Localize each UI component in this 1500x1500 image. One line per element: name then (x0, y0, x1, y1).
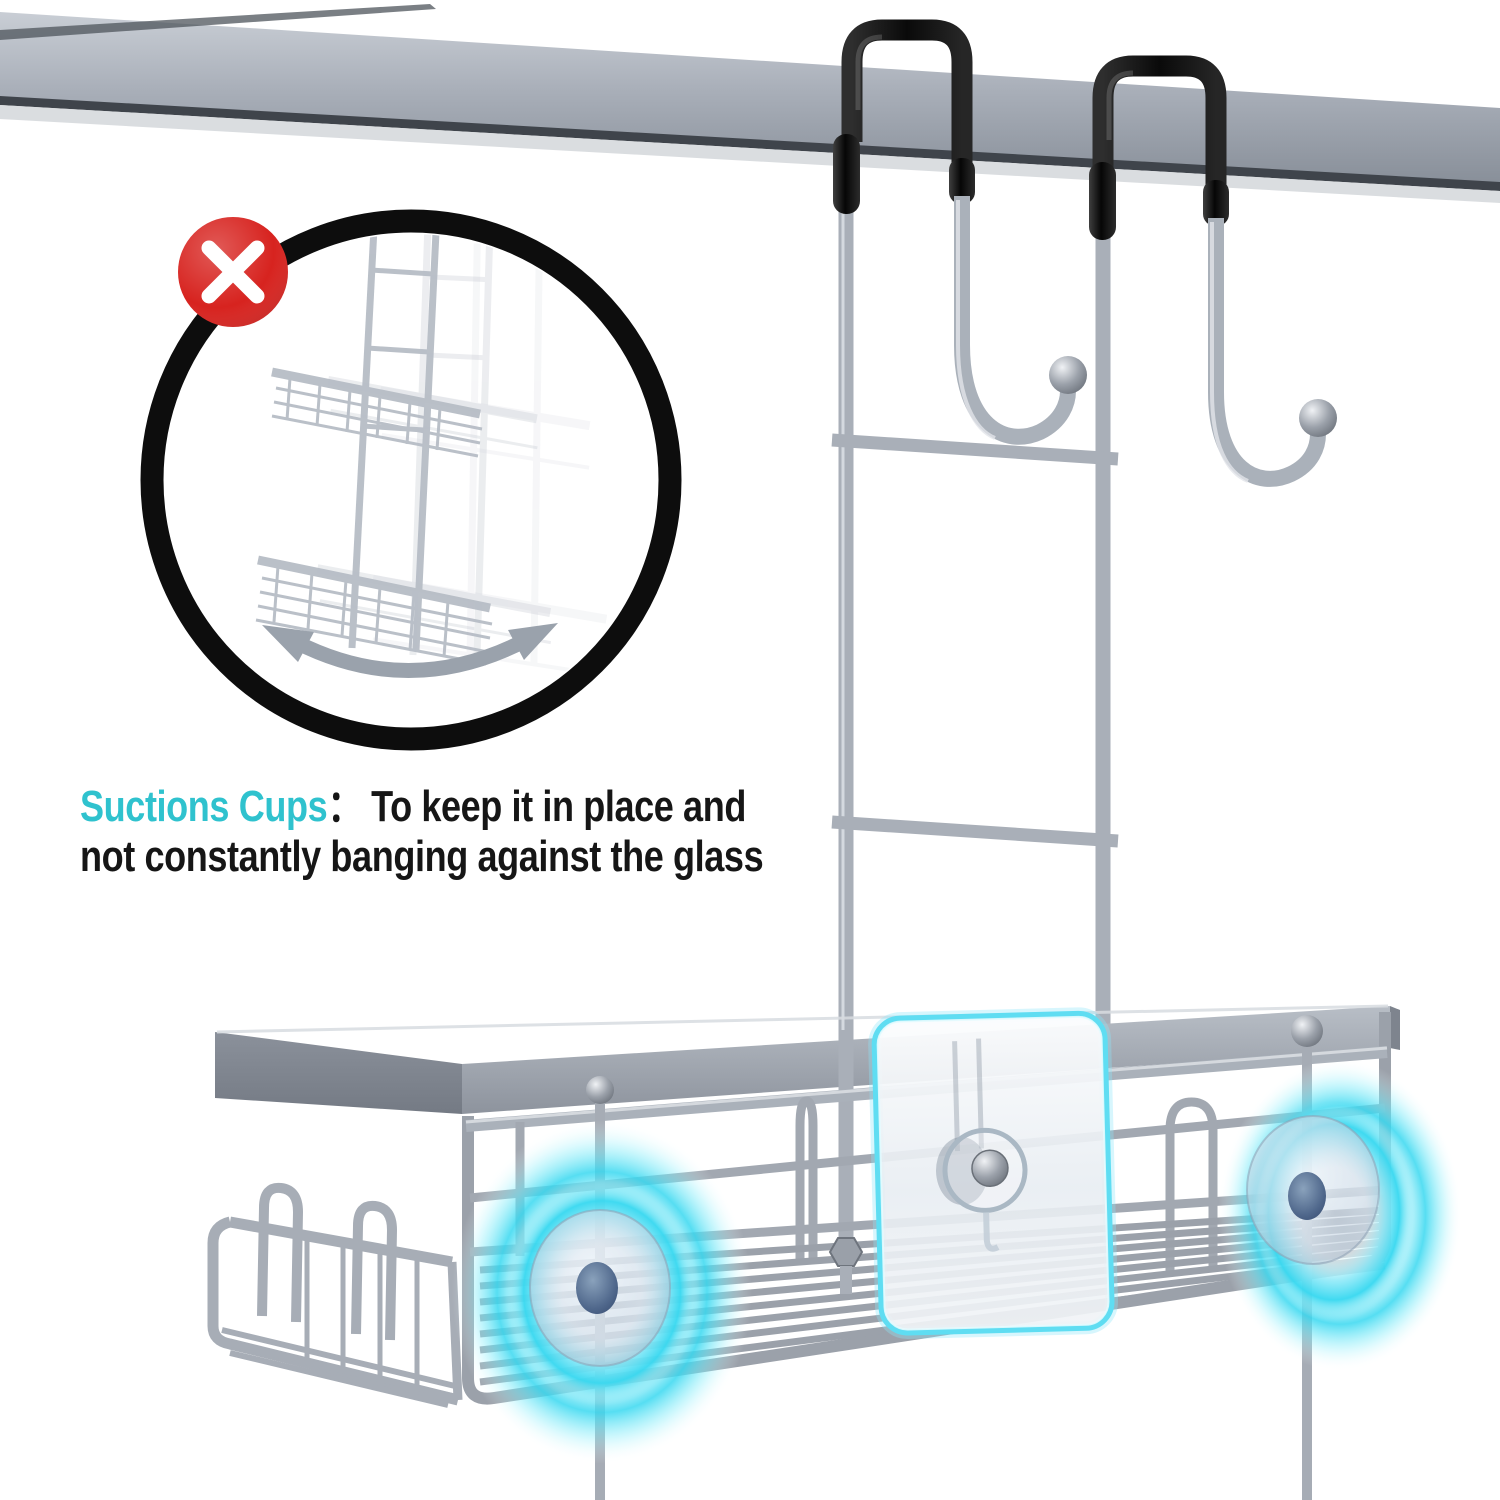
soap-rack (207, 1182, 463, 1408)
pad-wire-shadow-1 (952, 1041, 960, 1152)
suction-glow-left (452, 1120, 752, 1464)
cross-icon (178, 217, 288, 327)
suction-cup-right-nub (1288, 1172, 1326, 1220)
pad-inner-edge (876, 1015, 1110, 1331)
cross-stroke-2 (201, 240, 265, 304)
over-door-hook-left (841, 19, 973, 196)
over-door-hooks (833, 19, 1337, 487)
door-top-bar (0, 4, 1500, 203)
basket-back-band-left (215, 1032, 462, 1114)
basket-divider-loop-right (1165, 1097, 1218, 1272)
basket-divider-loop-left (795, 1096, 818, 1262)
over-door-hook-right (1092, 55, 1227, 218)
towel-hook-right-ball (1299, 399, 1337, 437)
suction-post-right-ball (1291, 1015, 1323, 1047)
hook-left-front-sleeve (949, 158, 975, 204)
caption-line1-text: To keep it in place and (371, 782, 746, 831)
basket-back-band-endcap (1390, 1006, 1400, 1050)
towel-hook-right (1208, 218, 1326, 487)
soap-rack-left-frame (207, 1216, 460, 1406)
ghost-caddy (255, 234, 493, 666)
caption: Suctions Cups：To keep it in place and no… (80, 782, 764, 882)
caption-separator: ： (327, 782, 363, 831)
towel-hook-right-highlight (1210, 222, 1249, 483)
hook-right-front-sleeve (1203, 180, 1229, 226)
door-top-bar-underside (0, 105, 1500, 203)
soap-rack-loop-2 (351, 1200, 398, 1341)
soap-rack-grid (220, 1327, 456, 1408)
suction-glow-right (1218, 1059, 1462, 1371)
towel-hook-left-ball (1049, 356, 1087, 394)
ladder-rung-top (831, 433, 1119, 466)
pad-suction-cup-stem (983, 1212, 1000, 1252)
suction-cup-left-nub (576, 1262, 618, 1314)
door-top-bar-groove (0, 4, 436, 40)
suction-post-left-ball (586, 1076, 614, 1104)
rail-hex-nut (828, 1237, 864, 1267)
caption-line-2: not constantly banging against the glass (80, 832, 764, 881)
adhesive-pad-panel (868, 1007, 1118, 1339)
towel-hook-left (954, 196, 1076, 445)
hook-left-highlight (855, 34, 883, 110)
hook-right-back-sleeve (1089, 162, 1116, 240)
no-swing-inset (140, 209, 682, 751)
soap-rack-verticals (304, 1236, 420, 1392)
soap-rack-loop-1 (257, 1182, 304, 1323)
towel-hook-left-highlight (956, 200, 996, 440)
hook-left-back-sleeve (833, 134, 860, 214)
hook-right-highlight (1106, 70, 1134, 140)
caption-line-1: Suctions Cups：To keep it in place and (80, 782, 763, 832)
door-top-bar-bottom-edge (0, 96, 1500, 191)
ghost-caddy-illustration (255, 234, 608, 678)
caption-heading: Suctions Cups (80, 782, 328, 831)
door-top-bar-face (0, 12, 1500, 190)
basket-band-top-highlight (216, 1004, 1389, 1034)
ladder-rung-bottom (831, 815, 1119, 848)
swing-arrow-icon (262, 623, 558, 678)
pad-suction-cup-button (971, 1149, 1009, 1188)
